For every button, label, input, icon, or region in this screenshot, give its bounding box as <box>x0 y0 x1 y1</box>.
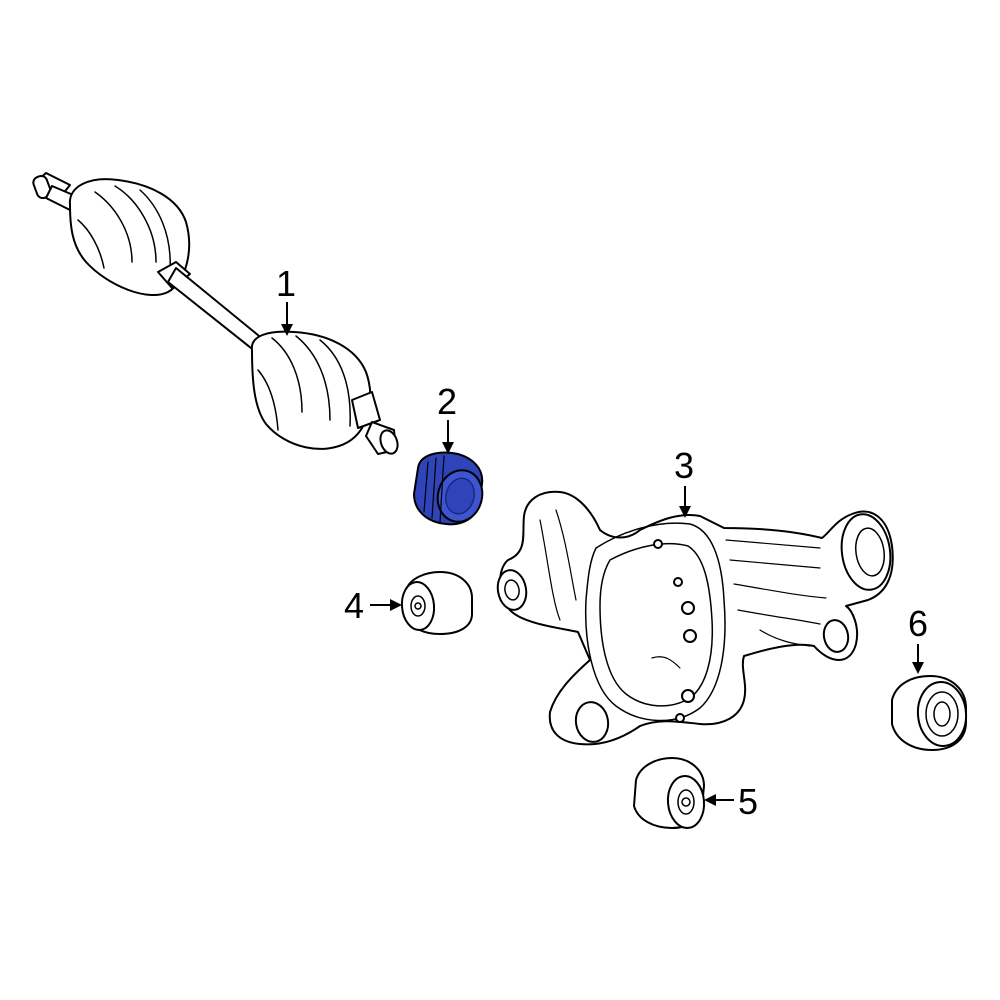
callout-label-6: 6 <box>908 603 928 644</box>
callout-4: 4 <box>344 585 402 626</box>
differential-carrier[interactable] <box>495 490 895 746</box>
callout-label-1: 1 <box>276 263 296 304</box>
axle-shaft-assembly[interactable] <box>32 172 401 456</box>
callout-1: 1 <box>276 263 296 336</box>
callout-label-4: 4 <box>344 585 364 626</box>
mount-bushing-side[interactable] <box>891 675 969 751</box>
callout-5: 5 <box>704 781 758 822</box>
callout-2: 2 <box>437 381 457 454</box>
mount-bushing-front[interactable] <box>400 571 473 635</box>
callout-label-2: 2 <box>437 381 457 422</box>
axle-seal-highlighted[interactable] <box>412 451 488 527</box>
callout-label-5: 5 <box>738 781 758 822</box>
callout-label-3: 3 <box>674 445 694 486</box>
callout-3: 3 <box>674 445 694 518</box>
mount-bushing-rear[interactable] <box>633 757 706 829</box>
callout-6: 6 <box>908 603 928 674</box>
